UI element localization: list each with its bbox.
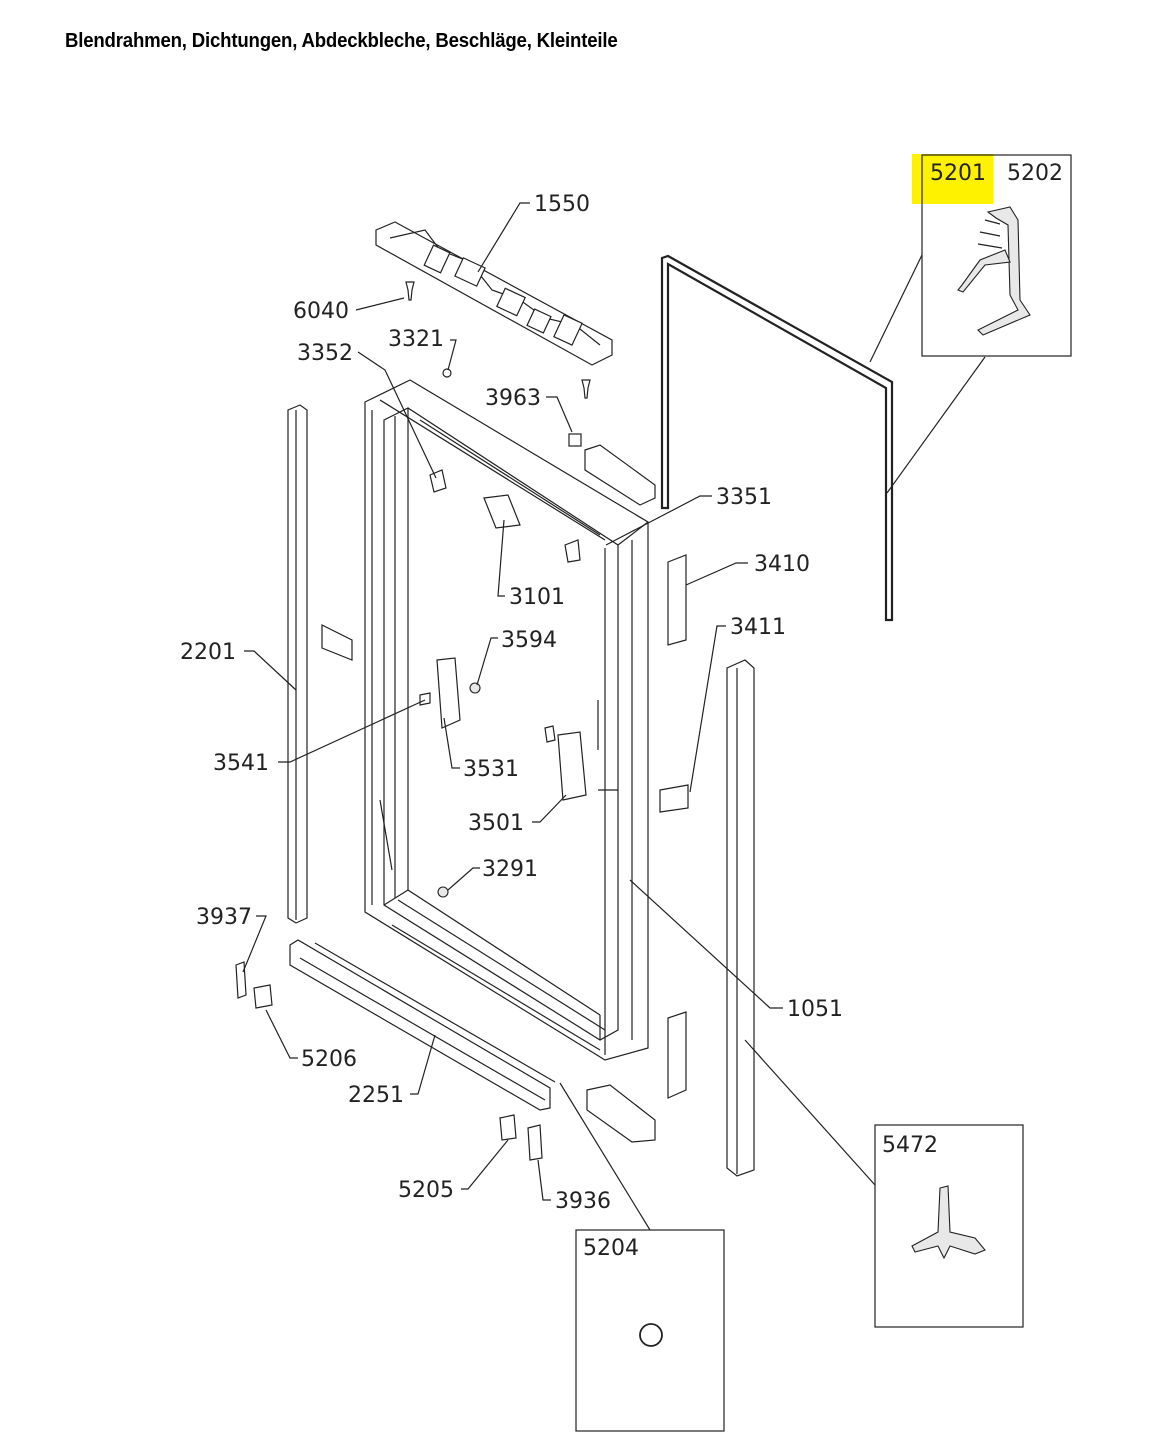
label-5201: 5201	[930, 161, 986, 186]
small-parts	[321, 281, 656, 898]
label-3101: 3101	[509, 585, 565, 610]
part-2201	[287, 404, 308, 924]
label-3936: 3936	[555, 1189, 611, 1214]
label-3321: 3321	[388, 327, 444, 352]
label-1051: 1051	[787, 997, 843, 1022]
label-3594: 3594	[501, 628, 557, 653]
label-3963: 3963	[485, 386, 541, 411]
leader-lines	[242, 202, 986, 1231]
gasket-5201	[660, 254, 894, 622]
label-3541: 3541	[213, 751, 269, 776]
detail-box-5204	[575, 1229, 725, 1432]
label-2201: 2201	[180, 640, 236, 665]
label-3531: 3531	[463, 757, 519, 782]
part-1550	[375, 221, 613, 366]
right-profile	[726, 659, 755, 1177]
label-5202: 5202	[1007, 161, 1063, 186]
label-5205: 5205	[398, 1178, 454, 1203]
label-3501: 3501	[468, 811, 524, 836]
label-3410: 3410	[754, 552, 810, 577]
label-2251: 2251	[348, 1083, 404, 1108]
label-1550: 1550	[534, 192, 590, 217]
label-3352: 3352	[297, 341, 353, 366]
label-6040: 6040	[293, 299, 349, 324]
detail-box-5201-5202	[912, 154, 1072, 357]
part-2251	[235, 939, 556, 1161]
hinges-right	[586, 554, 689, 1143]
label-5206: 5206	[301, 1047, 357, 1072]
page-title: Blendrahmen, Dichtungen, Abdeckbleche, B…	[65, 30, 618, 52]
label-3291: 3291	[482, 857, 538, 882]
part-labels: 1550 6040 3321 3352 3963 3351 3410 3411 …	[180, 161, 1063, 1261]
label-5472: 5472	[882, 1133, 938, 1158]
detail-box-5472	[874, 1124, 1024, 1328]
label-3937: 3937	[196, 905, 252, 930]
label-3351: 3351	[716, 485, 772, 510]
label-3411: 3411	[730, 615, 786, 640]
label-5204: 5204	[583, 1236, 639, 1261]
highlight-5201	[912, 154, 993, 204]
